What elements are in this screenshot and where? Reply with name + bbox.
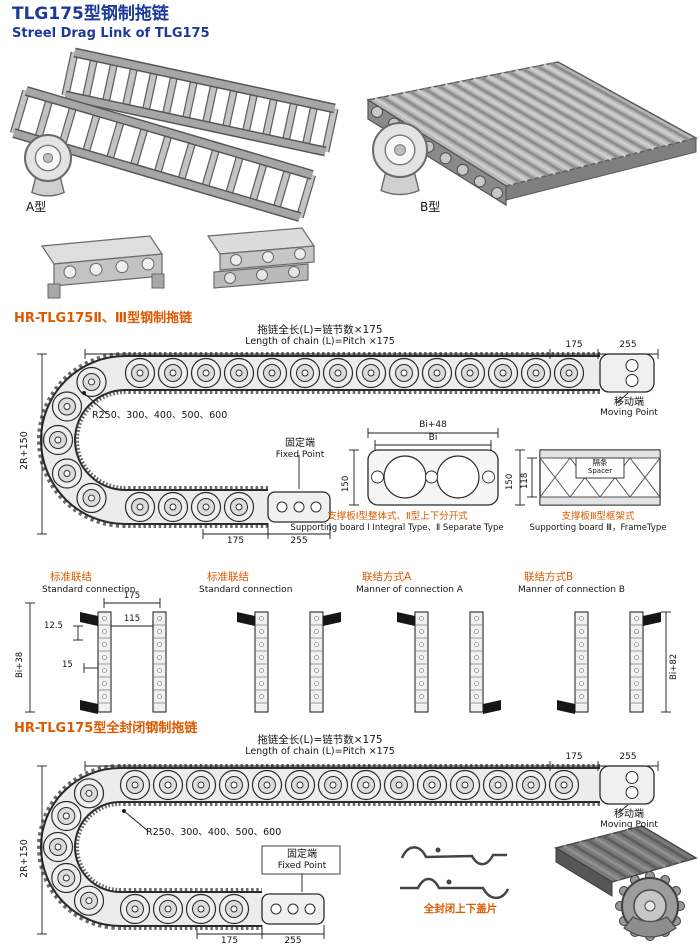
photo-enclosed-drag-chain	[554, 825, 698, 941]
chain1-fixed-cn: 固定端	[285, 438, 315, 449]
conn3-title-en: Manner of connection A	[356, 585, 463, 595]
page-title-en: Streel Drag Link of TLG175	[12, 26, 210, 41]
chain1-bottom-175: 175	[226, 536, 245, 546]
connection-diagram-3	[397, 611, 501, 714]
chain1-length-en: Length of chain (L)=Pitch ×175	[245, 336, 395, 347]
connection-diagram-2	[237, 611, 341, 713]
support-board-1-2-drawing	[349, 428, 499, 506]
chain-diagram-1	[37, 352, 655, 528]
chain2-dim-175: 175	[565, 752, 583, 762]
chain1-height-dim: 2R+150	[19, 431, 30, 470]
chain2-length-cn: 拖链全长(L)=链节数×175	[257, 734, 383, 746]
chain2-fixed-en: Fixed Point	[277, 861, 327, 871]
board12-caption-cn: 支撑板Ⅰ型整体式、Ⅱ型上下分开式	[327, 511, 468, 522]
page-title-cn: TLG175型钢制拖链	[12, 4, 169, 24]
board3-spacer-en: Spacer	[587, 467, 613, 475]
conn1-dim-12-5: 12.5	[44, 621, 63, 631]
board3-dim-150: 150	[505, 473, 515, 490]
chain-diagram-2	[37, 764, 655, 930]
conn4-title-en: Manner of connection B	[518, 585, 625, 595]
conn1-dim-15: 15	[62, 660, 73, 670]
chain1-dim-255: 255	[619, 340, 637, 350]
connection-diagram-4	[557, 611, 661, 714]
chain2-moving-en: Moving Point	[600, 820, 658, 830]
cover-plates-drawing	[400, 846, 510, 900]
photo-a-label: A型	[26, 200, 47, 214]
chain1-fixed-en: Fixed Point	[275, 450, 325, 460]
conn1-title-en: Standard connection	[42, 585, 136, 595]
board3-spacer-cn: 隔条	[592, 458, 608, 467]
section1-heading: HR-TLG175Ⅱ、Ⅲ型钢制拖链	[14, 311, 193, 326]
connection-dimensions	[25, 598, 671, 713]
chain1-length-cn: 拖链全长(L)=链节数×175	[257, 324, 383, 336]
conn1-dim-175: 175	[123, 591, 141, 601]
conn2-title-en: Standard connection	[199, 585, 293, 595]
chain1-bottom-255: 255	[290, 536, 308, 546]
chain1-moving-en: Moving Point	[600, 408, 658, 418]
support-board-3-drawing	[515, 449, 661, 506]
board12-dim-bi48: Bi+48	[419, 420, 447, 430]
chain2-fixed-cn: 固定端	[287, 849, 317, 860]
section2-heading: HR-TLG175型全封闭钢制拖链	[14, 721, 198, 736]
conn4-title-cn: 联结方式B	[524, 571, 574, 583]
cover-caption: 全封闭上下盖片	[423, 903, 498, 915]
chain2-dim-255: 255	[619, 752, 637, 762]
photo-drag-chain-b	[365, 61, 699, 207]
conn1-dim-115: 115	[123, 614, 141, 624]
conn4-dim-bi82: Bi+82	[669, 653, 679, 680]
chain2-bottom-255: 255	[284, 936, 302, 946]
board3-caption-cn: 支撑板Ⅲ型框架式	[561, 511, 635, 522]
photo-support-frame-2	[206, 227, 316, 289]
photo-drag-chain-a	[9, 47, 339, 222]
conn1-dim-bi38: Bi+38	[15, 651, 25, 678]
chain2-moving-cn: 移动端	[614, 809, 644, 820]
board3-dim-118: 118	[520, 472, 530, 489]
connection-diagram-1	[80, 611, 167, 714]
chain1-moving-cn: 移动端	[614, 397, 644, 408]
board12-dim-150: 150	[341, 475, 351, 492]
board3-caption-en: Supporting board Ⅲ，FrameType	[529, 523, 667, 533]
conn1-title-cn: 标准联结	[50, 571, 92, 583]
photo-b-label: B型	[420, 200, 441, 214]
conn2-title-cn: 标准联结	[207, 571, 249, 583]
board12-dim-bi: Bi	[428, 433, 438, 443]
photo-support-frame-1	[40, 235, 165, 299]
chain1-radius-note: R250、300、400、500、600	[92, 410, 228, 421]
board12-caption-en: Supporting board Ⅰ Integral Type、Ⅱ Separ…	[290, 523, 504, 533]
conn3-title-cn: 联结方式A	[362, 571, 412, 583]
chain-diagram-2-dimensions	[37, 761, 659, 939]
chain-diagram-1-dimensions	[37, 349, 659, 539]
chain2-height-dim: 2R+150	[19, 839, 30, 878]
chain2-bottom-175: 175	[220, 936, 239, 946]
chain2-radius-note: R250、300、400、500、600	[146, 827, 282, 838]
chain1-dim-175: 175	[565, 340, 583, 350]
chain2-length-en: Length of chain (L)=Pitch ×175	[245, 746, 395, 757]
